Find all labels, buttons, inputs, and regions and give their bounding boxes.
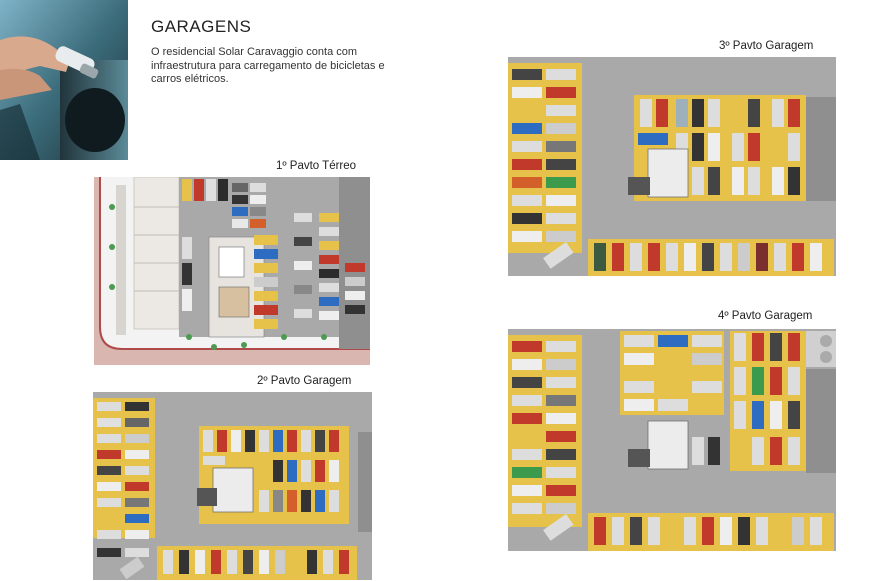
floor-plan-garagem-4 [508,329,836,551]
plan-title-g3: 3º Pavto Garagem [719,40,814,52]
floor-plan-garagem-3 [508,57,836,276]
floor-plan-garagem-2 [93,392,372,580]
plan-title-terreo: 1º Pavto Térreo [276,160,357,172]
floor-plan-terreo [94,177,370,365]
ev-charging-photo [0,0,128,160]
page-title: GARAGENS [151,17,252,36]
intro-text: O residencial Solar Caravaggio conta com… [151,46,385,85]
plan-title-g2: 2º Pavto Garagem [257,375,352,387]
plan-title-g4: 4º Pavto Garagem [718,310,813,322]
